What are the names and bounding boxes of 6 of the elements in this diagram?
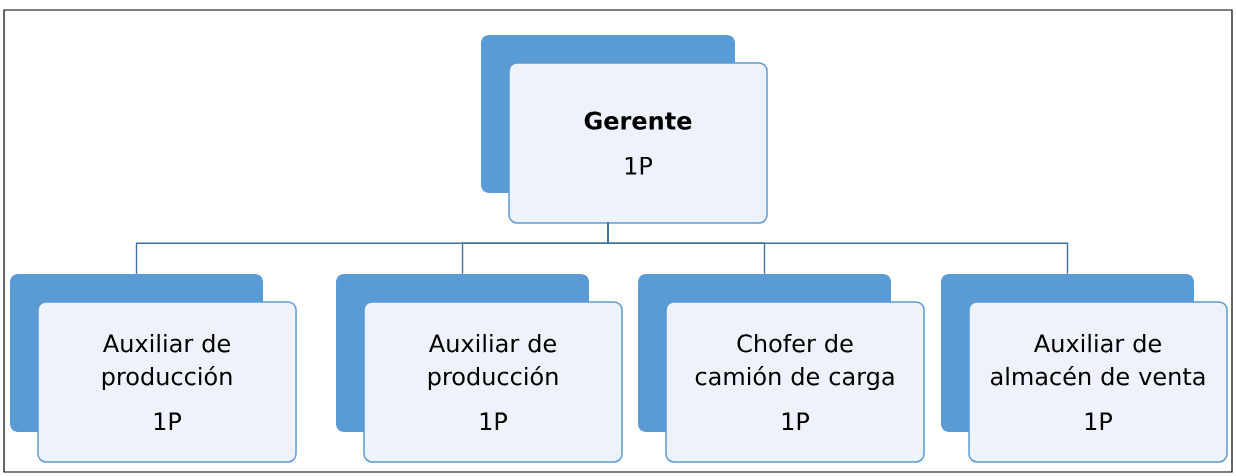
org-box: Auxiliar de almacén de venta 1P <box>941 274 1228 463</box>
connector-line <box>607 221 1069 275</box>
org-box: Auxiliar de producción 1P <box>336 274 623 463</box>
org-box: Gerente 1P <box>481 35 768 224</box>
org-box: Auxiliar de producción 1P <box>10 274 297 463</box>
org-box: Chofer de camión de carga 1P <box>638 274 925 463</box>
